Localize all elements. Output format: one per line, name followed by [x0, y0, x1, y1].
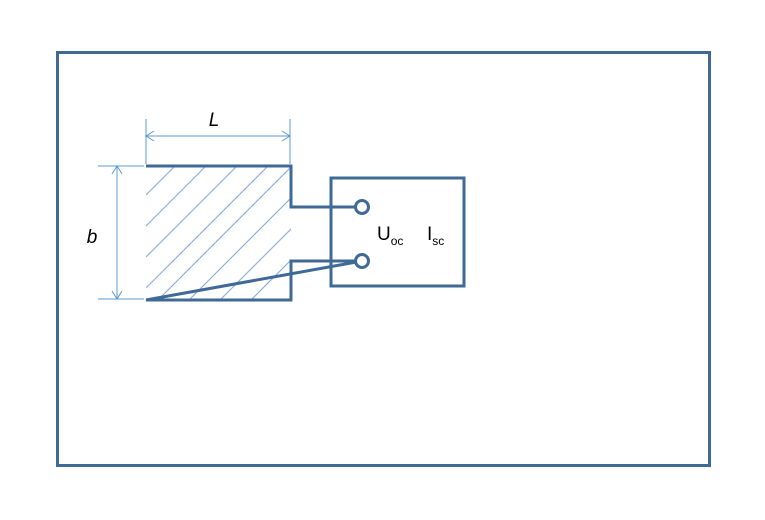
dimension-width [98, 165, 144, 300]
length-label: L [209, 110, 220, 131]
measurement-box [329, 176, 466, 288]
current-label: Isc [427, 224, 444, 248]
terminal-top [354, 199, 370, 215]
width-label: b [87, 227, 98, 248]
dimension-length [145, 119, 291, 164]
outer-frame [56, 51, 711, 467]
voltage-label: Uoc [377, 224, 403, 248]
terminal-bottom [354, 253, 370, 269]
sensor-plate [145, 164, 363, 302]
